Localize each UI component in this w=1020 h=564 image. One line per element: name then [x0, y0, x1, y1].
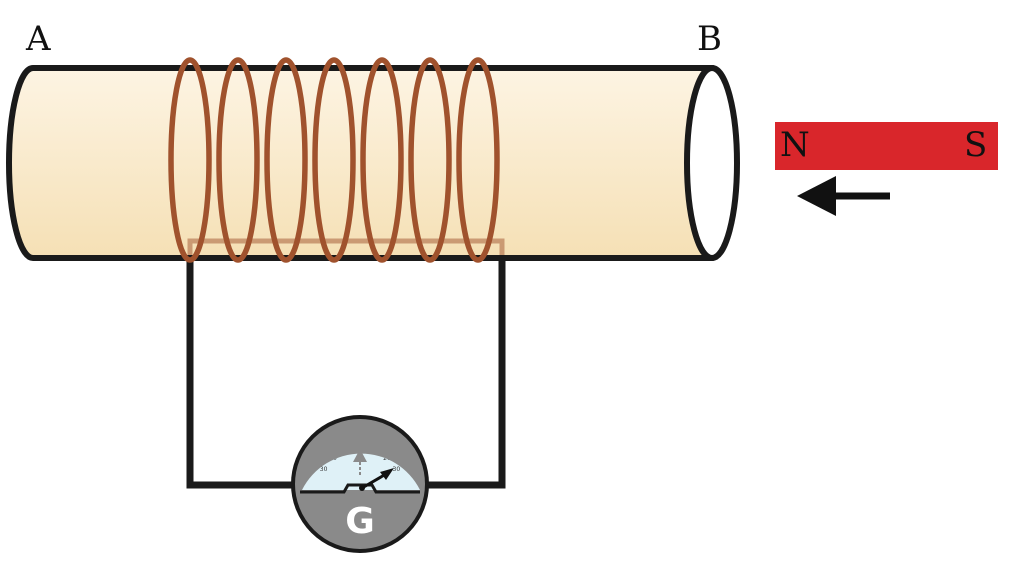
magnet-south-label: S	[964, 125, 988, 165]
meter-face	[302, 453, 420, 490]
needle-pivot	[359, 485, 365, 491]
coil-turn	[408, 57, 452, 263]
needle-tip	[380, 468, 394, 480]
circuit-wire	[186, 255, 506, 489]
coil-turn	[168, 57, 212, 263]
end-label-b: B	[697, 19, 722, 59]
tube-opening-b	[684, 65, 740, 261]
left-arrow-icon	[797, 176, 890, 216]
coil-turn	[264, 57, 308, 263]
bar-magnet	[775, 122, 998, 170]
coil-turn	[360, 57, 404, 263]
scale-number: 30	[320, 466, 328, 473]
zero-marker	[353, 449, 367, 462]
end-label-a: A	[26, 19, 51, 59]
coil-turn	[456, 57, 500, 263]
wire-left	[186, 255, 300, 489]
scale-number: 30	[393, 466, 401, 473]
wire-right	[420, 255, 506, 489]
magnet-north-label: N	[780, 125, 810, 165]
galvanometer-label: G	[345, 501, 375, 542]
meter-needle	[361, 472, 387, 490]
coil-turn	[216, 57, 260, 263]
magnet-body	[775, 122, 998, 170]
hollow-tube	[6, 65, 740, 261]
meter-base	[300, 483, 420, 494]
coil-turn	[312, 57, 356, 263]
galvanometer: 3020100102030 G	[291, 415, 429, 553]
copper-coil	[168, 57, 500, 263]
